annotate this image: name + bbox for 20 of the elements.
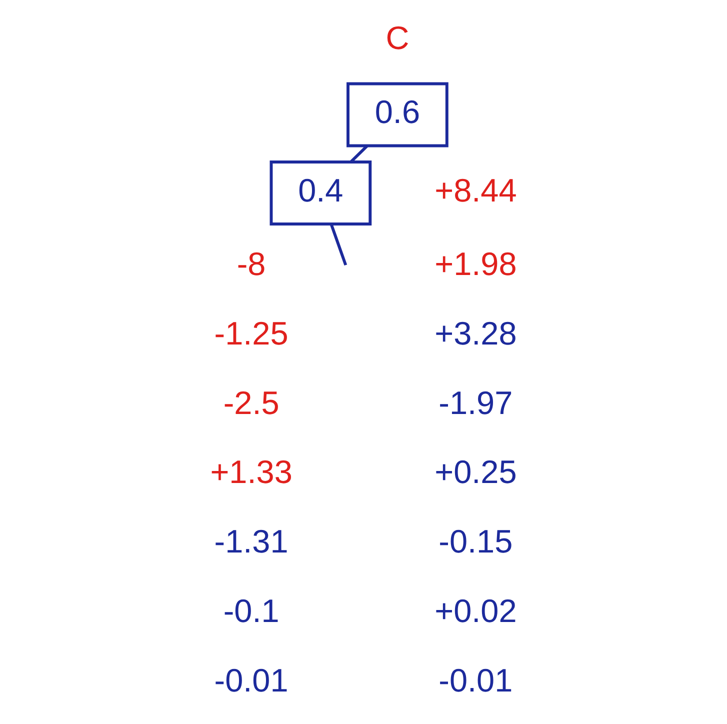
label: +1.98 <box>434 246 517 282</box>
label: +3.28 <box>434 315 517 352</box>
label: -1.97 <box>438 384 513 421</box>
label: +8.44 <box>434 172 517 208</box>
label: -0.01 <box>214 662 288 698</box>
connector <box>330 224 348 266</box>
label: -0.01 <box>438 662 513 698</box>
label: -2.5 <box>223 384 280 421</box>
label: -1.25 <box>214 315 288 352</box>
label: +0.02 <box>434 592 517 629</box>
label: +1.33 <box>210 454 292 490</box>
label: +0.25 <box>434 454 517 490</box>
label: -8 <box>236 246 266 282</box>
label: -1.31 <box>214 524 288 560</box>
node-box: 0.6 <box>346 82 448 148</box>
label: -0.1 <box>223 592 280 629</box>
connector <box>350 144 368 164</box>
label: C <box>386 20 410 56</box>
label: -0.15 <box>438 524 513 560</box>
node-box: 0.4 <box>270 160 372 226</box>
